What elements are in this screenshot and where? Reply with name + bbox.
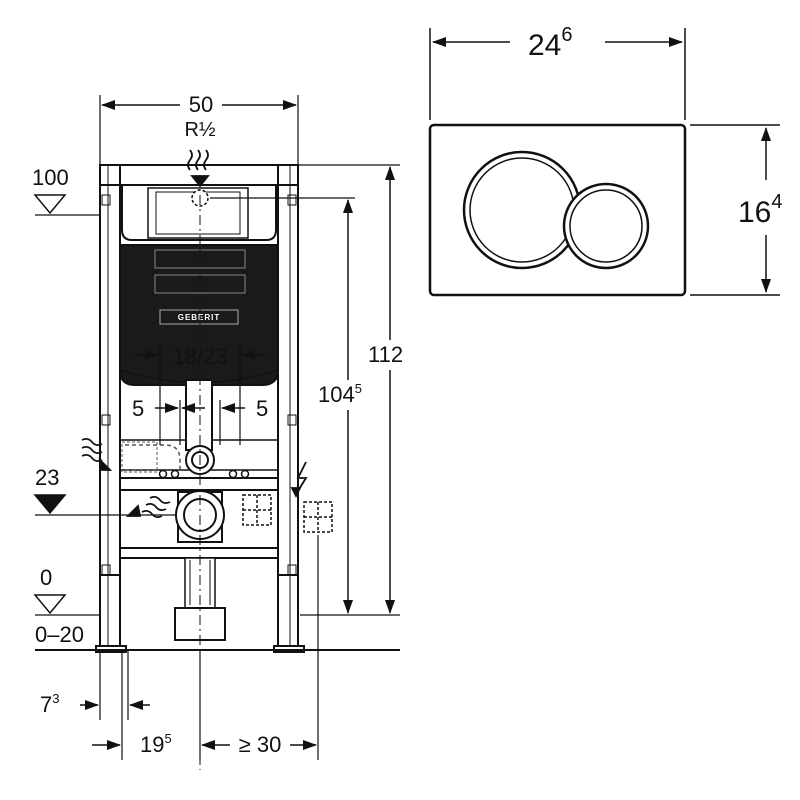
drain-flow-icon xyxy=(125,495,171,519)
frame-lower-rail xyxy=(119,547,279,559)
electric-icon xyxy=(290,461,308,499)
dim-inlet-spacing: 18/23 xyxy=(172,344,227,369)
level-23-label: 23 xyxy=(35,465,59,490)
water-supply-icon xyxy=(187,149,210,188)
mounting-bolts xyxy=(158,469,250,479)
frame-right-leg xyxy=(277,574,299,651)
level-0-label: 0 xyxy=(40,565,52,590)
level-lines xyxy=(35,95,400,760)
frame-right-post xyxy=(277,164,299,576)
dim-clearance: ≥ 30 xyxy=(239,732,282,757)
frame-left-leg xyxy=(99,574,121,651)
dim-connection-r: R½ xyxy=(184,119,215,141)
level-23-marker xyxy=(33,494,67,515)
level-100-marker xyxy=(33,194,67,215)
flush-button-small xyxy=(562,182,650,270)
water-flow-icon xyxy=(81,437,113,471)
dim-height-104: 1045 xyxy=(318,381,362,407)
flush-button-large xyxy=(462,150,582,270)
level-0-marker xyxy=(33,594,67,615)
hatch-blocks xyxy=(121,441,158,473)
dim-offset-right-5: 5 xyxy=(256,396,268,421)
level-100-label: 100 xyxy=(32,165,69,190)
dim-offset-left-5: 5 xyxy=(132,396,144,421)
electrical-box-right xyxy=(303,501,333,533)
level-range-label: 0–20 xyxy=(35,622,84,647)
frame-left-post xyxy=(99,164,121,576)
dim-width-50: 50 xyxy=(189,92,213,117)
plate-height-label: 164 xyxy=(738,191,783,229)
actuator-plate xyxy=(428,123,687,297)
dim-depth: 195 xyxy=(140,731,172,757)
brand-label: GEBERIT xyxy=(178,313,221,322)
electrical-box-left xyxy=(242,494,272,526)
dim-height-112: 112 xyxy=(368,342,403,367)
dim-edge-offset: 73 xyxy=(40,691,59,717)
frame-middle-rail xyxy=(119,477,279,491)
plate-width-label: 246 xyxy=(528,24,573,62)
level-markers xyxy=(33,194,67,615)
hidden-pipe xyxy=(125,444,181,471)
